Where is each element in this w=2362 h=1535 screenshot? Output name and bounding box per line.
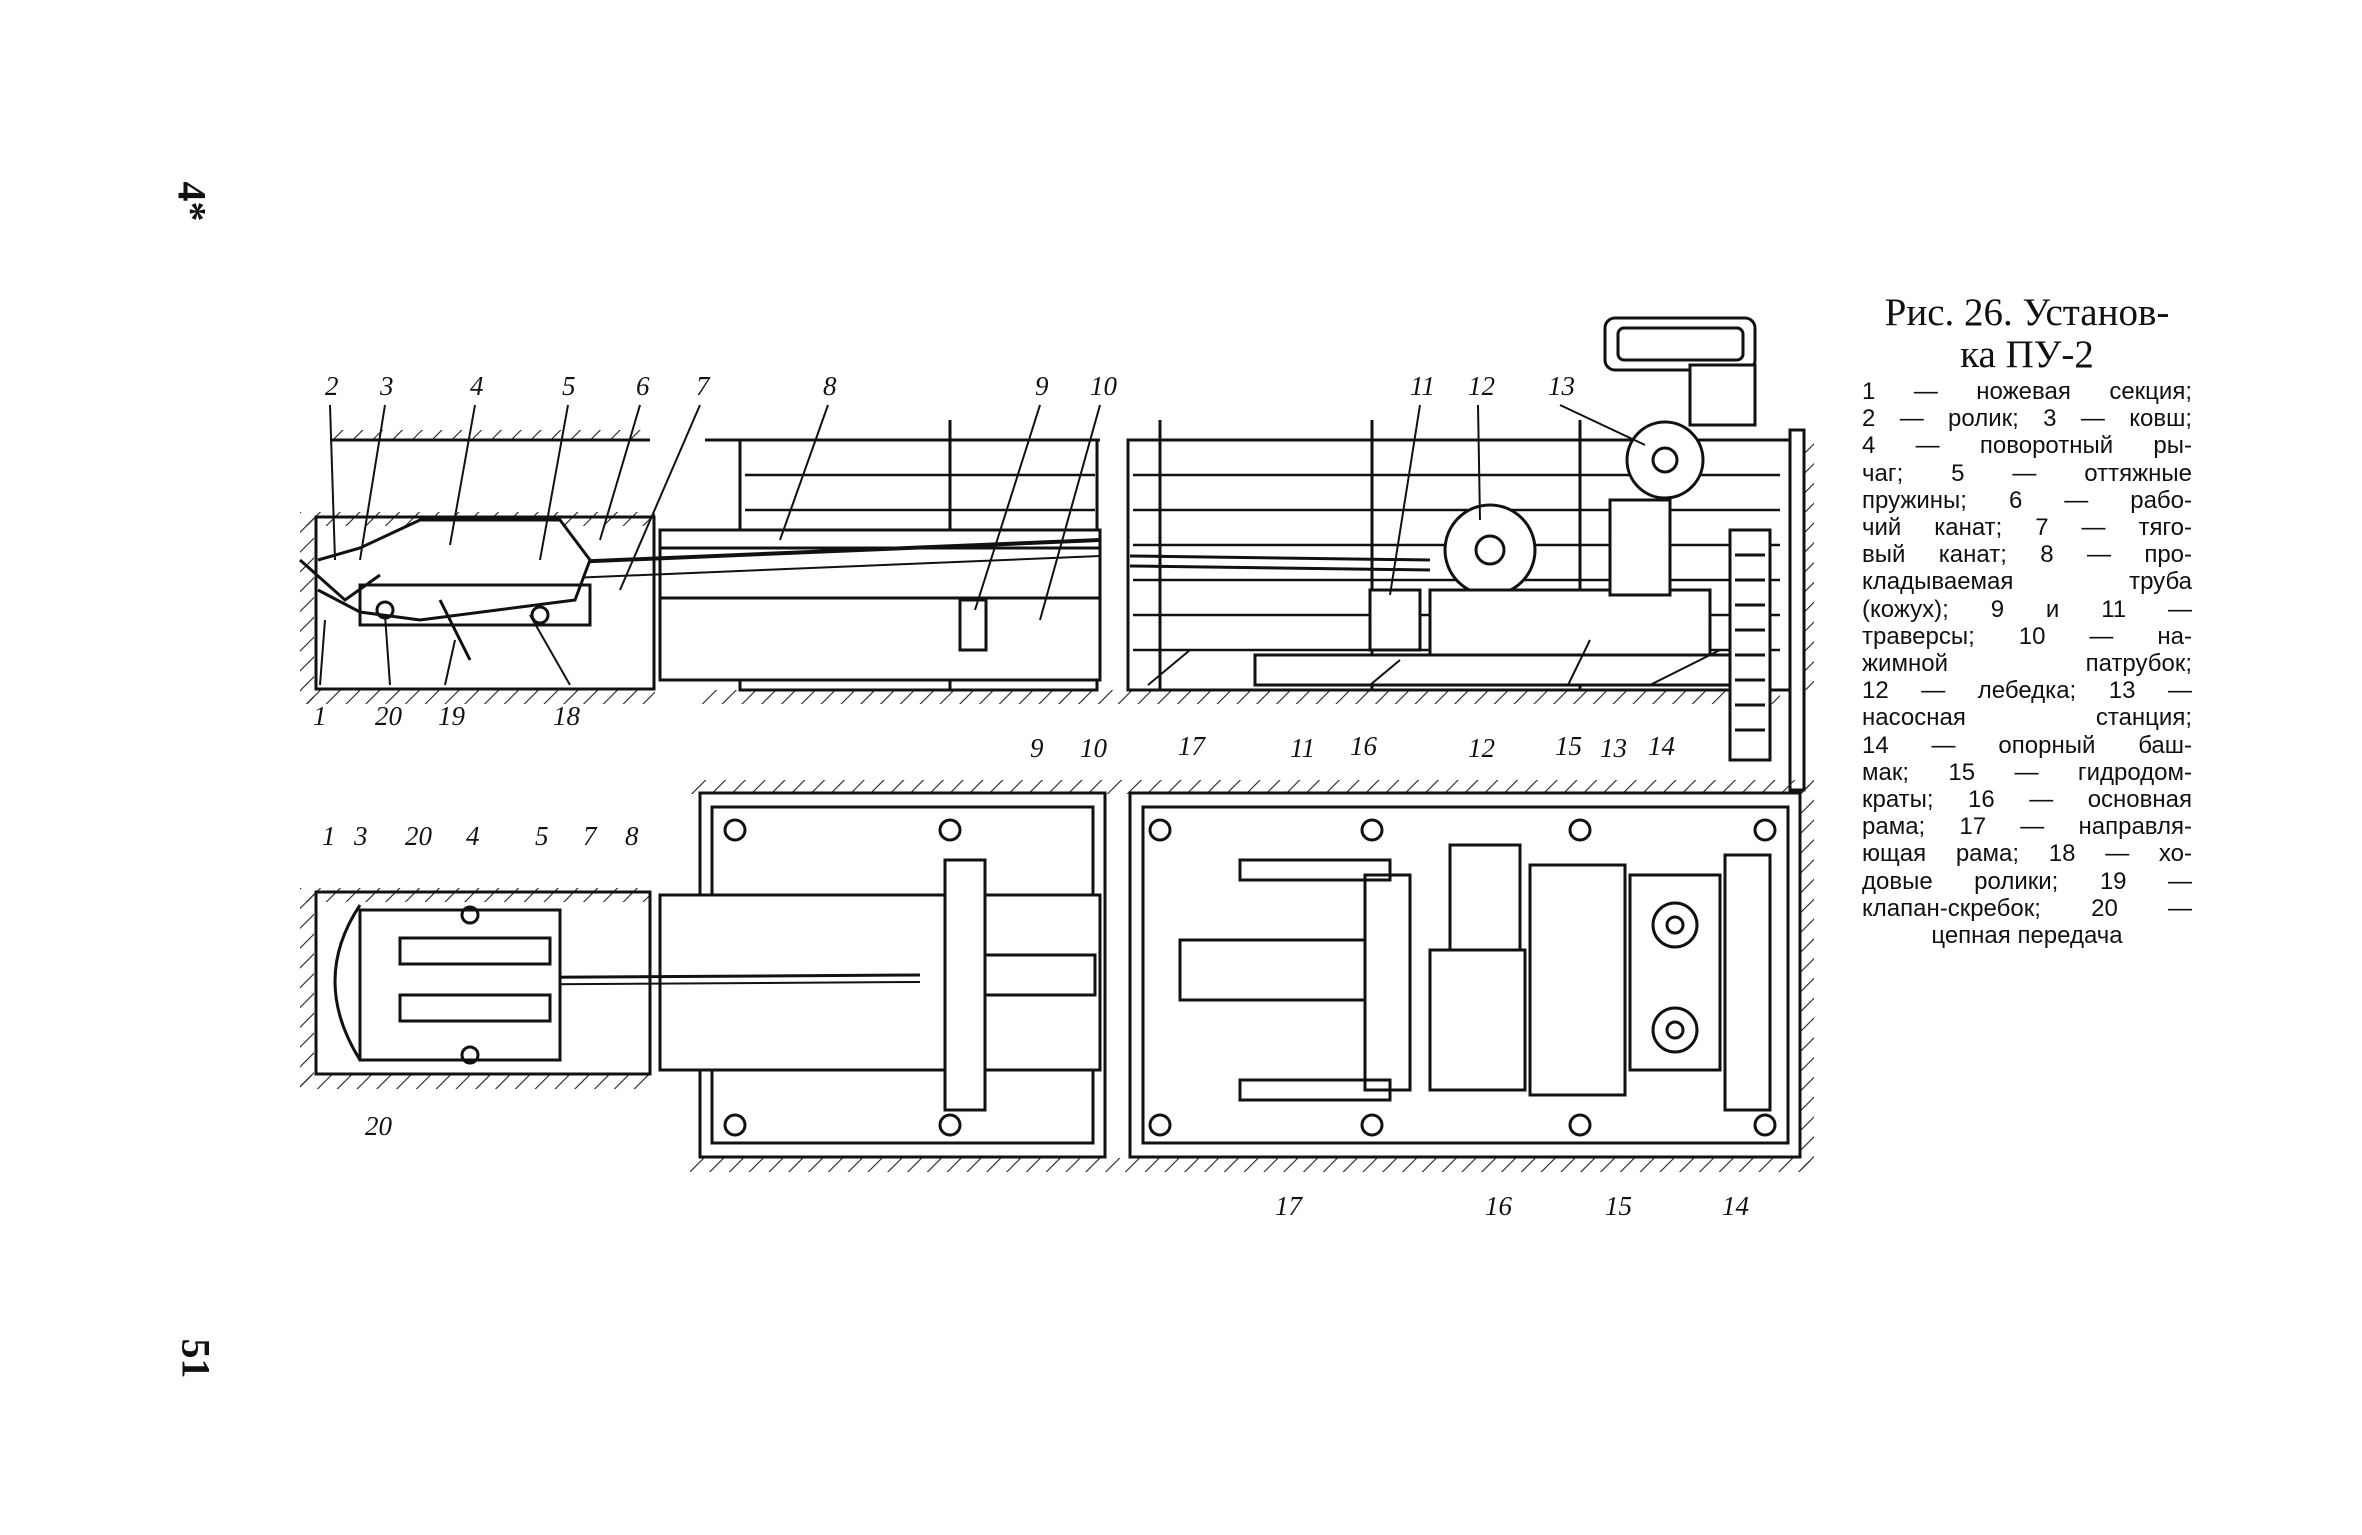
- label-side-2: 2: [325, 371, 339, 401]
- support-shoe-side: [1728, 528, 1772, 762]
- label-plan-15: 15: [1605, 1191, 1632, 1221]
- label-plan-14: 14: [1722, 1191, 1749, 1221]
- winch-side: [958, 420, 1737, 687]
- label-plan-13: 13: [1600, 733, 1627, 763]
- label-side-17: 17: [1178, 731, 1207, 761]
- legend-line: 14 — опорный баш-: [1862, 731, 2192, 759]
- label-side-9: 9: [1035, 371, 1049, 401]
- label-plan-3: 3: [353, 821, 368, 851]
- figure-legend: 1 — ножевая секция;2 — ролик; 3 — ковш;4…: [1862, 378, 2192, 949]
- legend-line: жимной патрубок;: [1862, 650, 2192, 678]
- label-side-8: 8: [823, 371, 837, 401]
- label-plan-1: 1: [322, 821, 336, 851]
- truck-side: [1603, 316, 1806, 792]
- label-plan-5: 5: [535, 821, 549, 851]
- legend-line: ющая рама; 18 — хо-: [1862, 840, 2192, 868]
- ground-hatching: [300, 430, 1814, 704]
- label-plan-20-bottom: 20: [365, 1111, 393, 1141]
- label-plan-7: 7: [583, 821, 598, 851]
- label-side-19: 19: [438, 701, 466, 731]
- label-side-18: 18: [553, 701, 581, 731]
- label-side-4: 4: [470, 371, 484, 401]
- label-side-16: 16: [1350, 731, 1378, 761]
- legend-line: вый канат; 8 — про-: [1862, 541, 2192, 569]
- caption-title-line-2: ка ПУ-2: [1960, 333, 2094, 376]
- casing-pipe-side: [329, 528, 1431, 682]
- label-plan-8: 8: [625, 821, 639, 851]
- legend-line: цепная передача: [1931, 922, 2123, 950]
- label-side-14: 14: [1648, 731, 1675, 761]
- legend-line: (кожух); 9 и 11 —: [1862, 595, 2192, 623]
- legend-line: чий канат; 7 — тяго-: [1862, 514, 2192, 542]
- label-side-11: 11: [1410, 371, 1435, 401]
- label-plan-20-top: 20: [405, 821, 433, 851]
- label-side-13: 13: [1548, 371, 1575, 401]
- label-side-15: 15: [1555, 731, 1582, 761]
- label-plan-11: 11: [1290, 733, 1315, 763]
- legend-line: чаг; 5 — оттяжные: [1862, 459, 2192, 487]
- legend-line: мак; 15 — гидродом-: [1862, 758, 2192, 786]
- side-view: [299, 316, 1814, 792]
- legend-line: 1 — ножевая секция;: [1862, 378, 2192, 405]
- legend-line: рама; 17 — направля-: [1862, 813, 2192, 841]
- knife-section-side: [299, 518, 592, 661]
- legend-line: 4 — поворотный ры-: [1862, 432, 2192, 460]
- label-plan-10: 10: [1080, 733, 1108, 763]
- callout-leaders: [319, 404, 1721, 686]
- legend-line: пружины; 6 — рабо-: [1862, 486, 2192, 514]
- legend-line: насосная станция;: [1862, 704, 2192, 732]
- plan-view: [300, 780, 1814, 1172]
- label-side-7: 7: [696, 371, 711, 401]
- label-plan-9: 9: [1030, 733, 1044, 763]
- label-side-5: 5: [562, 371, 576, 401]
- legend-line: краты; 16 — основная: [1862, 786, 2192, 814]
- legend-line: клапан-скребок; 20 —: [1862, 894, 2192, 922]
- side-labels: 2 3 4 5 6 7 8 9 10 11 12 13 1 20 19 18 1…: [313, 371, 1675, 761]
- label-plan-17: 17: [1275, 1191, 1304, 1221]
- label-plan-12: 12: [1468, 733, 1495, 763]
- caption-title-line-1: Рис. 26. Установ-: [1884, 291, 2170, 334]
- label-side-12: 12: [1468, 371, 1495, 401]
- plan-labels: 1 3 20 4 5 7 8 20 9 10 11 12 13 17 16 15…: [322, 733, 1749, 1221]
- label-side-3: 3: [379, 371, 394, 401]
- label-side-20: 20: [375, 701, 403, 731]
- label-side-6: 6: [636, 371, 650, 401]
- figure-caption-title: Рис. 26. Установ- ка ПУ-2: [1862, 292, 2192, 376]
- label-plan-16: 16: [1485, 1191, 1513, 1221]
- label-plan-4: 4: [466, 821, 480, 851]
- legend-line: 12 — лебедка; 13 —: [1862, 677, 2192, 705]
- plan-bolts: [723, 818, 1777, 1137]
- label-side-10: 10: [1090, 371, 1118, 401]
- legend-line: 2 — ролик; 3 — ковш;: [1862, 405, 2192, 433]
- label-side-1: 1: [313, 701, 327, 731]
- plan-ground-hatching: [300, 780, 1814, 1172]
- legend-line: кладываемая труба: [1862, 568, 2192, 596]
- legend-line: довые ролики; 19 —: [1862, 867, 2192, 895]
- legend-line: траверсы; 10 — на-: [1862, 622, 2192, 650]
